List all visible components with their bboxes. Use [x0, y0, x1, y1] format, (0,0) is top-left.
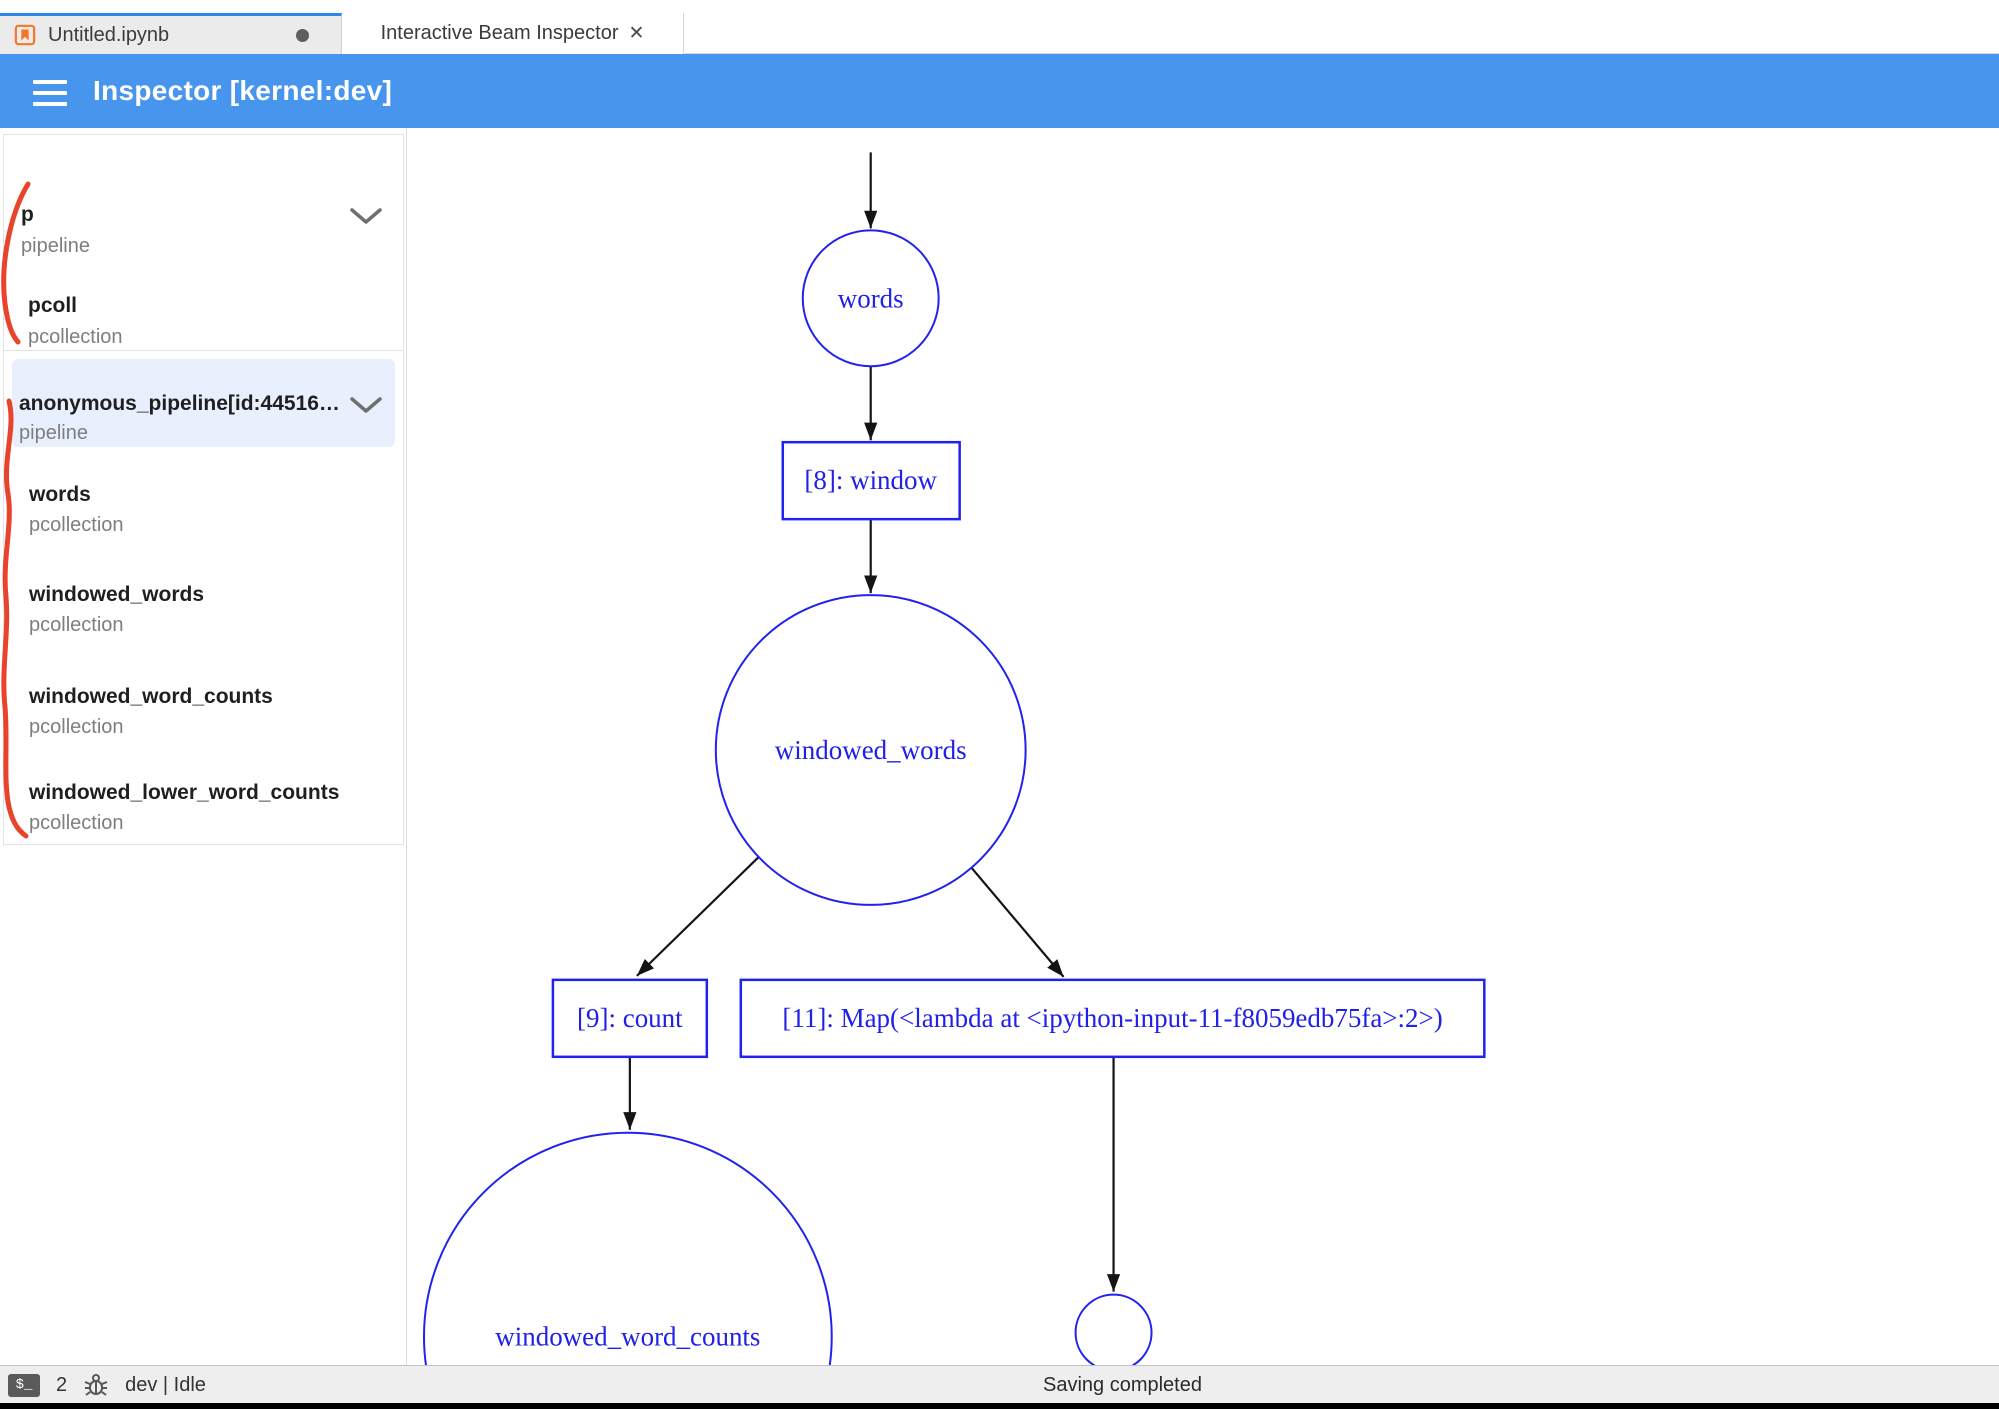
- graph-node-unlabeled-output: [1074, 1293, 1153, 1365]
- inspector-header: Inspector [kernel:dev]: [0, 54, 1999, 128]
- pipeline-graph: words [8]: window windowed_words [9]: co…: [406, 128, 1999, 1365]
- tab-label: Untitled.ipynb: [48, 23, 170, 46]
- page-title: Inspector [kernel:dev]: [93, 75, 393, 106]
- item-title: windowed_lower_word_counts: [29, 781, 340, 804]
- item-subtitle: pcollection: [29, 716, 124, 738]
- kernel-status[interactable]: dev | Idle: [125, 1373, 206, 1396]
- item-title: pcoll: [28, 294, 78, 317]
- item-title: windowed_words: [29, 583, 205, 606]
- tab-label: Interactive Beam Inspector: [380, 22, 619, 44]
- chevron-down-icon[interactable]: [348, 392, 384, 418]
- graph-node-words: [801, 229, 940, 368]
- graph-node-window-transform: [781, 440, 961, 521]
- item-subtitle: pipeline: [19, 422, 88, 444]
- pipeline-list-anonymous: anonymous_pipeline[id:44516… pipeline wo…: [3, 351, 404, 845]
- graph-node-label: [11]: Map(<lambda at <ipython-input-11-f…: [782, 1003, 1442, 1033]
- status-bar: $_ 2 dev | Idle Saving completed: [0, 1365, 1999, 1403]
- item-title: windowed_word_counts: [29, 685, 273, 708]
- graph-node-label: [8]: window: [804, 465, 937, 495]
- graph-node-count-transform: [551, 978, 709, 1059]
- graph-node-windowed-word-counts: [423, 1131, 833, 1365]
- item-title: words: [29, 483, 91, 506]
- item-subtitle: pipeline: [21, 235, 90, 257]
- edge-windowedwords-count: [636, 856, 760, 977]
- tab-bar: Untitled.ipynb Interactive Beam Inspecto…: [0, 0, 1999, 54]
- modified-dot[interactable]: [296, 28, 309, 42]
- graph-node-windowed-words: [714, 594, 1027, 906]
- tab-beam-inspector[interactable]: Interactive Beam Inspector ✕: [342, 13, 684, 54]
- graph-node-label: [9]: count: [577, 1003, 683, 1033]
- tab-bar-edge: [684, 53, 1999, 54]
- graph-node-label: windowed_word_counts: [495, 1322, 760, 1352]
- item-subtitle: pcollection: [29, 514, 124, 536]
- selected-row-highlight: [12, 359, 395, 447]
- edge-windowedwords-map: [970, 867, 1065, 978]
- notebook-icon: [14, 24, 36, 46]
- debugger-bug-icon[interactable]: [83, 1372, 109, 1398]
- item-subtitle: pcollection: [29, 614, 124, 636]
- item-subtitle: pcollection: [28, 326, 123, 348]
- terminal-icon[interactable]: $_: [8, 1373, 40, 1397]
- item-subtitle: pcollection: [29, 812, 124, 834]
- chevron-down-icon[interactable]: [348, 203, 384, 229]
- tab-untitled-notebook[interactable]: Untitled.ipynb: [0, 13, 342, 54]
- item-title: p: [21, 203, 34, 226]
- graph-node-map-transform: [739, 978, 1486, 1059]
- graph-node-label: words: [838, 283, 904, 313]
- item-title: anonymous_pipeline[id:44516…: [19, 392, 340, 415]
- graph-node-label: windowed_words: [775, 735, 967, 765]
- pipeline-list-user: p pipeline pcoll pcollection: [3, 134, 404, 351]
- window-bottom-edge: [0, 1403, 1999, 1409]
- close-icon[interactable]: ✕: [628, 23, 645, 44]
- terminal-count[interactable]: 2: [56, 1373, 68, 1396]
- menu-icon[interactable]: [33, 80, 67, 106]
- status-message: Saving completed: [1043, 1373, 1202, 1396]
